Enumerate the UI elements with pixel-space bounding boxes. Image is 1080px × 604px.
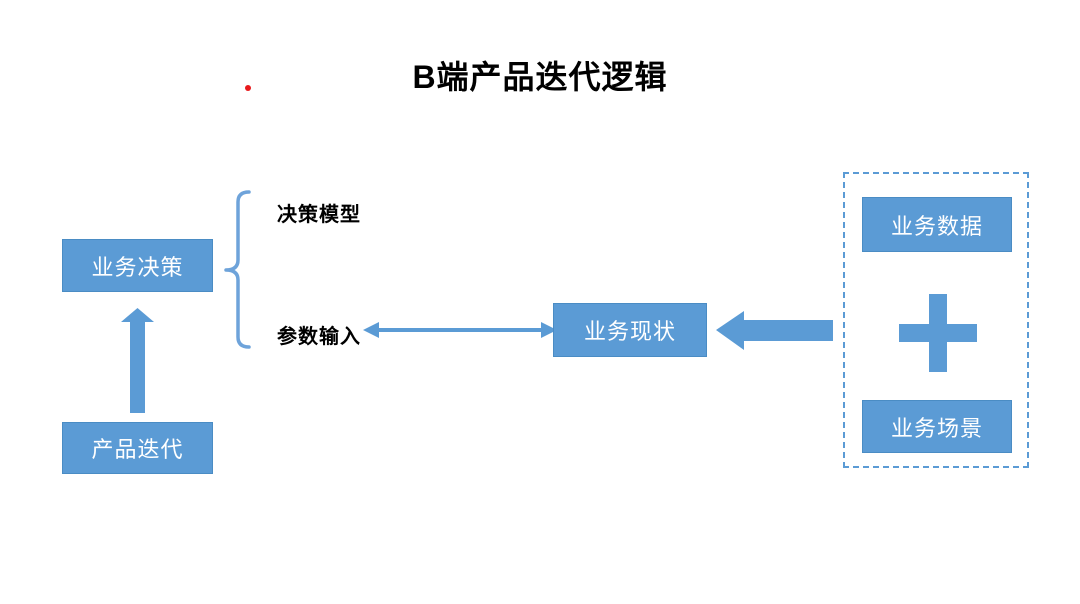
label-decision-model: 决策模型 — [277, 204, 361, 226]
block-arrow-left-icon — [716, 311, 833, 350]
box-product-iteration: 产品迭代 — [62, 422, 213, 474]
red-dot-marker — [245, 85, 251, 91]
curly-brace-icon — [224, 190, 251, 349]
box-business-status-label: 业务现状 — [583, 319, 676, 344]
box-product-iteration-label: 产品迭代 — [91, 437, 184, 462]
box-business-decision: 业务决策 — [62, 239, 213, 292]
box-business-status: 业务现状 — [553, 303, 707, 357]
box-business-data: 业务数据 — [862, 197, 1012, 252]
double-arrow-icon — [363, 322, 557, 338]
up-arrow-icon — [121, 308, 154, 413]
box-business-scenario: 业务场景 — [862, 400, 1012, 453]
page-title: B端产品迭代逻辑 — [412, 59, 668, 95]
box-business-decision-label: 业务决策 — [91, 254, 184, 280]
label-parameter-input: 参数输入 — [277, 326, 361, 348]
box-business-scenario-label: 业务场景 — [890, 415, 983, 441]
box-business-data-label: 业务数据 — [890, 213, 983, 239]
dashed-input-group — [843, 172, 1029, 468]
